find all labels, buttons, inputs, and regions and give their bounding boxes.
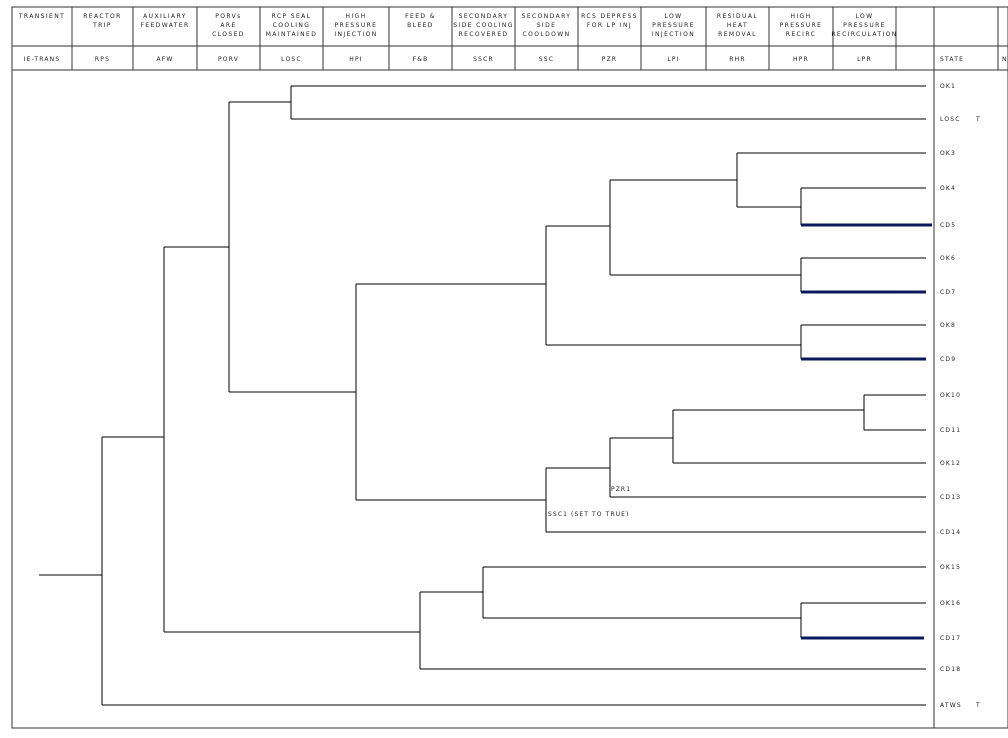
tree-frame xyxy=(11,6,935,729)
column-title-line: RECIRCULATION xyxy=(831,31,897,38)
column-title-line: AUXILIARY xyxy=(143,13,187,20)
column-abbreviations: IE-TRANS RPS AFW PORV LOSC HPI F&B SSCR SSC PZR LP… xyxy=(24,56,872,63)
end-state-label: OK15 xyxy=(940,564,961,571)
column-title-line: HIGH xyxy=(790,13,811,20)
column-title-line: RECOVERED xyxy=(459,31,509,38)
end-state-label: CD5 xyxy=(940,222,956,229)
column-title-line: PORVs xyxy=(215,13,241,20)
column-title-line: PRESSURE xyxy=(652,22,695,29)
column-title-line: PRESSURE xyxy=(335,22,378,29)
column-abbreviation: F&B xyxy=(413,56,429,63)
branch-label-pzr1: PZR1 xyxy=(611,486,631,493)
column-title-line: MAINTAINED xyxy=(266,31,318,38)
end-state-label: CD7 xyxy=(940,289,956,296)
column-abbreviation: SSCR xyxy=(473,56,494,63)
end-state-label: OK3 xyxy=(940,150,956,157)
column-abbreviation: PZR xyxy=(602,56,618,63)
end-state-label: OK16 xyxy=(940,600,961,607)
column-title-line: LOW xyxy=(856,13,874,20)
extra-header: N xyxy=(1002,56,1008,63)
column-title-line: TRIP xyxy=(92,22,112,29)
end-state-transfer-mark: T xyxy=(975,116,981,123)
end-state-label: OK1 xyxy=(940,83,956,90)
column-title-line: BLEED xyxy=(407,22,434,29)
column-title-line: SIDE COOLING xyxy=(453,22,514,29)
column-abbreviation: PORV xyxy=(218,56,239,63)
column-title-line: ARE xyxy=(220,22,236,29)
end-state-label: OK8 xyxy=(940,322,956,329)
column-title-line: SECONDARY xyxy=(459,13,509,20)
branch-label-ssc1: SSC1 (SET TO TRUE) xyxy=(548,511,630,518)
end-state-label: LOSC xyxy=(940,116,961,123)
column-title-line: REACTOR xyxy=(83,13,122,20)
column-abbreviation: HPI xyxy=(349,56,363,63)
column-titles: TRANSIENT REACTOR TRIP AUXILIARY FEEDWATER PO… xyxy=(18,13,897,38)
column-title-line: FEEDWATER xyxy=(140,22,189,29)
column-dividers xyxy=(71,7,897,70)
column-abbreviation: RPS xyxy=(95,56,110,63)
end-state-label: OK6 xyxy=(940,255,956,262)
column-title-line: RECIRC xyxy=(786,31,816,38)
column-title-line: TRANSIENT xyxy=(18,13,65,20)
column-abbreviation: HPR xyxy=(793,56,809,63)
column-title-line: PRESSURE xyxy=(780,22,823,29)
column-title-line: COOLDOWN xyxy=(523,31,571,38)
column-abbreviation: SSC xyxy=(539,56,554,63)
column-title-line: REMOVAL xyxy=(718,31,757,38)
column-title-line: INJECTION xyxy=(334,31,377,38)
event-tree-branches xyxy=(39,85,932,706)
header-grid xyxy=(11,6,1008,729)
column-title-line: HEAT xyxy=(727,22,748,29)
end-state-transfer-mark: T xyxy=(975,702,981,709)
state-column-frame xyxy=(933,6,1008,729)
end-state-label: CD13 xyxy=(940,494,961,501)
end-state-label: CD17 xyxy=(940,635,961,642)
column-title-line: FEED & xyxy=(405,13,436,20)
column-abbreviation: LOSC xyxy=(281,56,302,63)
column-title-line: RCS DEPRESS xyxy=(581,13,638,20)
column-abbreviation: LPI xyxy=(667,56,679,63)
column-abbreviation: IE-TRANS xyxy=(24,56,61,63)
column-title-line: SIDE xyxy=(537,22,557,29)
column-abbreviation: AFW xyxy=(156,56,173,63)
column-title-line: RESIDUAL xyxy=(717,13,758,20)
end-state-label: OK10 xyxy=(940,392,961,399)
end-state-label: OK4 xyxy=(940,185,956,192)
column-title-line: SECONDARY xyxy=(522,13,572,20)
column-title-line: INJECTION xyxy=(652,31,695,38)
column-title-line: LOW xyxy=(665,13,683,20)
column-title-line: RCP SEAL xyxy=(272,13,312,20)
end-state-label: CD11 xyxy=(940,427,961,434)
column-title-line: PRESSURE xyxy=(843,22,886,29)
column-title-line: HIGH xyxy=(345,13,366,20)
end-state-label: OK12 xyxy=(940,460,961,467)
column-abbreviation: LPR xyxy=(857,56,872,63)
column-abbreviation: RHR xyxy=(729,56,745,63)
column-title-line: COOLING xyxy=(273,22,311,29)
column-title-line: FOR LP INJ xyxy=(587,22,632,29)
end-state-label: ATWS xyxy=(940,702,962,709)
end-state-label: CD18 xyxy=(940,666,961,673)
end-state-label: CD9 xyxy=(940,356,956,363)
column-title-line: CLOSED xyxy=(212,31,245,38)
end-state-label: CD14 xyxy=(940,529,961,536)
state-header: STATE xyxy=(940,56,964,63)
